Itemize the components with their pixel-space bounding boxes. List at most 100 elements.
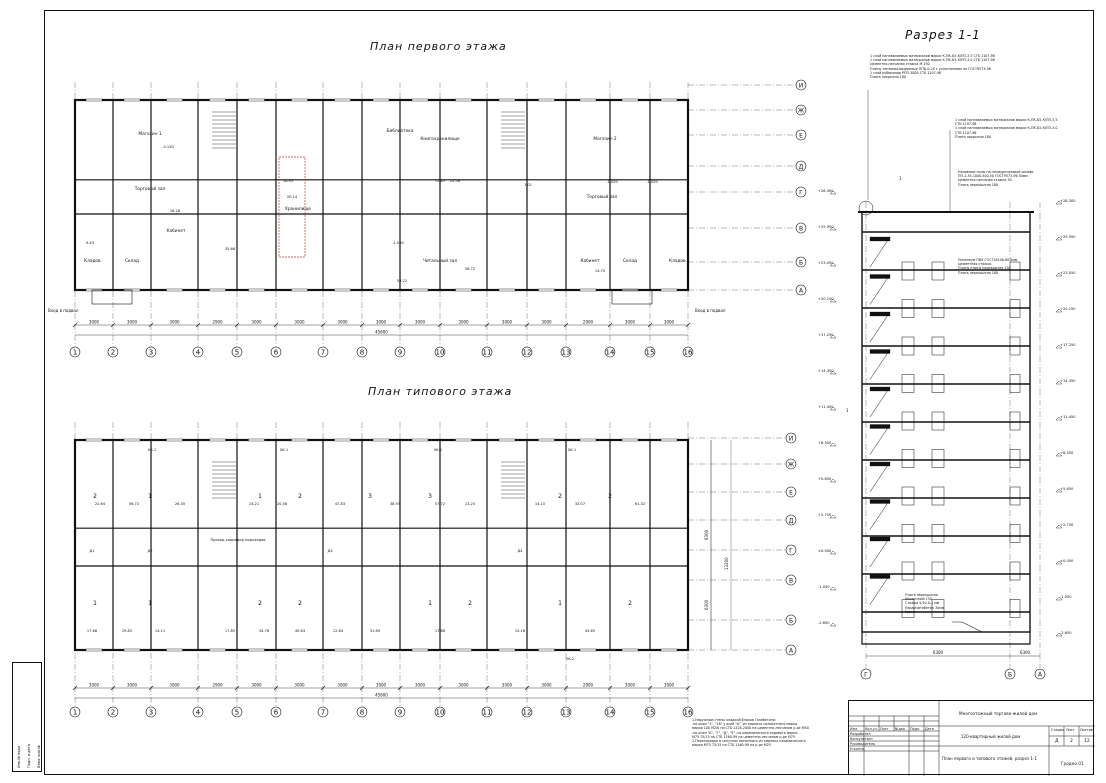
dimension-tick (607, 322, 613, 328)
level-marker-left (829, 586, 837, 591)
section-window (931, 336, 945, 356)
room-label: Кладов. (669, 258, 687, 264)
section-window (1009, 411, 1021, 431)
section-window (931, 261, 945, 281)
section-stair-flight (869, 461, 891, 493)
area-mark: 35.66 (225, 247, 236, 251)
axis-bubble-letter (785, 614, 797, 626)
window (209, 98, 226, 102)
section-axis-bubble (860, 668, 872, 680)
sheet-frame (44, 10, 1094, 775)
dimension-label: 3000 (169, 320, 180, 325)
window (660, 288, 678, 292)
section-window (1009, 449, 1021, 468)
dimension-tick (148, 685, 154, 691)
axis-number-label: 11 (483, 349, 492, 357)
element-mark: 0К-2 (566, 657, 574, 661)
axis-bubble-letter (795, 104, 807, 116)
axis-number-label: 1 (73, 349, 77, 357)
area-mark: 57.72 (435, 502, 445, 506)
window (579, 438, 597, 442)
dimension-label: 3000 (664, 683, 675, 688)
apartment-number: 2 (298, 493, 302, 500)
axis-bubble (394, 706, 406, 718)
window (123, 98, 141, 102)
axis-bubble (481, 346, 493, 358)
entry-porch (91, 289, 133, 305)
axis-number-label: 10 (436, 349, 445, 357)
title-block-grid (849, 701, 1095, 776)
level-mark-left: +8.550 (818, 441, 832, 445)
dimension-tick (72, 322, 78, 328)
axis-number-label: 1 (73, 709, 77, 717)
axis-bubble (192, 706, 204, 718)
dimension-tick (484, 685, 490, 691)
axis-bubble-letter (785, 574, 797, 586)
window (291, 98, 308, 102)
entry-right-label: Вход в подвал (695, 308, 726, 313)
axis-bubble-letter (795, 79, 807, 91)
axis-bubble (107, 706, 119, 718)
apartment-number: 1 (258, 493, 262, 500)
axis-bubble-letter (785, 644, 797, 656)
window (372, 288, 390, 292)
area-mark: -1.050 (646, 180, 658, 184)
cut-mark-b: 1 (846, 408, 849, 413)
level-marker-left (829, 406, 837, 411)
dimension-tick (195, 322, 201, 328)
tb-sheet-name: План первого и типового этажей, разрез 1… (942, 756, 1037, 761)
axis-bubble (270, 706, 282, 718)
axis-bubble (560, 346, 572, 358)
apartment-number: 1 (428, 600, 432, 607)
axis-bubble (521, 346, 533, 358)
window (579, 98, 597, 102)
apartment-number: 2 (298, 600, 302, 607)
section-window (931, 486, 945, 506)
level-marker-right (1055, 344, 1063, 349)
dimension-tick (397, 685, 403, 691)
level-mark-right: +5.650 (1060, 487, 1074, 491)
axis-number-label: 7 (321, 709, 325, 717)
section-title: Разрез 1-1 (905, 28, 981, 42)
axis-bubble-letter (785, 432, 797, 444)
element-mark: Д3 (327, 549, 332, 553)
dimension-tick (195, 685, 201, 691)
axis-bubble (644, 346, 656, 358)
level-marker-right (1055, 200, 1063, 205)
axis-number-label: 14 (606, 709, 615, 717)
dimension-tick (110, 322, 116, 328)
level-marker-right (1055, 452, 1063, 457)
side-stamp: Инв.№ подл. Подп. и дата Взам. инв.№ (12, 662, 42, 772)
axis-number-label: 8 (360, 709, 364, 717)
window (291, 648, 308, 652)
axis-number-label: 8 (360, 349, 364, 357)
plan1-title: План первого этажа (370, 40, 507, 53)
axis-letter-label: В (789, 577, 793, 584)
axis-letter-label: А (789, 647, 794, 654)
section-stair-flight (869, 236, 891, 268)
level-mark-right: +25.950 (1060, 235, 1076, 239)
window (291, 438, 308, 442)
axis-number-label: 9 (398, 709, 402, 717)
axis-number-label: 4 (196, 349, 201, 357)
area-mark: 1.01 (524, 183, 532, 187)
dimension-label: 3000 (376, 320, 387, 325)
level-mark-left: +11.450 (818, 405, 834, 409)
window (85, 648, 103, 652)
axis-bubble-letter (785, 486, 797, 498)
axis-number-label: 13 (562, 349, 571, 357)
apartment-number: 2 (93, 493, 97, 500)
axis-bubble (317, 346, 329, 358)
level-mark-left: +5.650 (818, 477, 832, 481)
tb-role-0: Разработал (850, 732, 871, 736)
level-mark-right: +20.150 (1060, 307, 1076, 311)
tb-row-0: Изм. (850, 727, 858, 731)
window (166, 648, 183, 652)
window (411, 648, 429, 652)
window (621, 438, 639, 442)
dimension-total-label: 45600 (375, 330, 388, 335)
section-axis-label: Г (864, 672, 868, 679)
level-mark-left: +20.150 (818, 297, 834, 301)
level-mark-left: +17.250 (818, 333, 834, 337)
